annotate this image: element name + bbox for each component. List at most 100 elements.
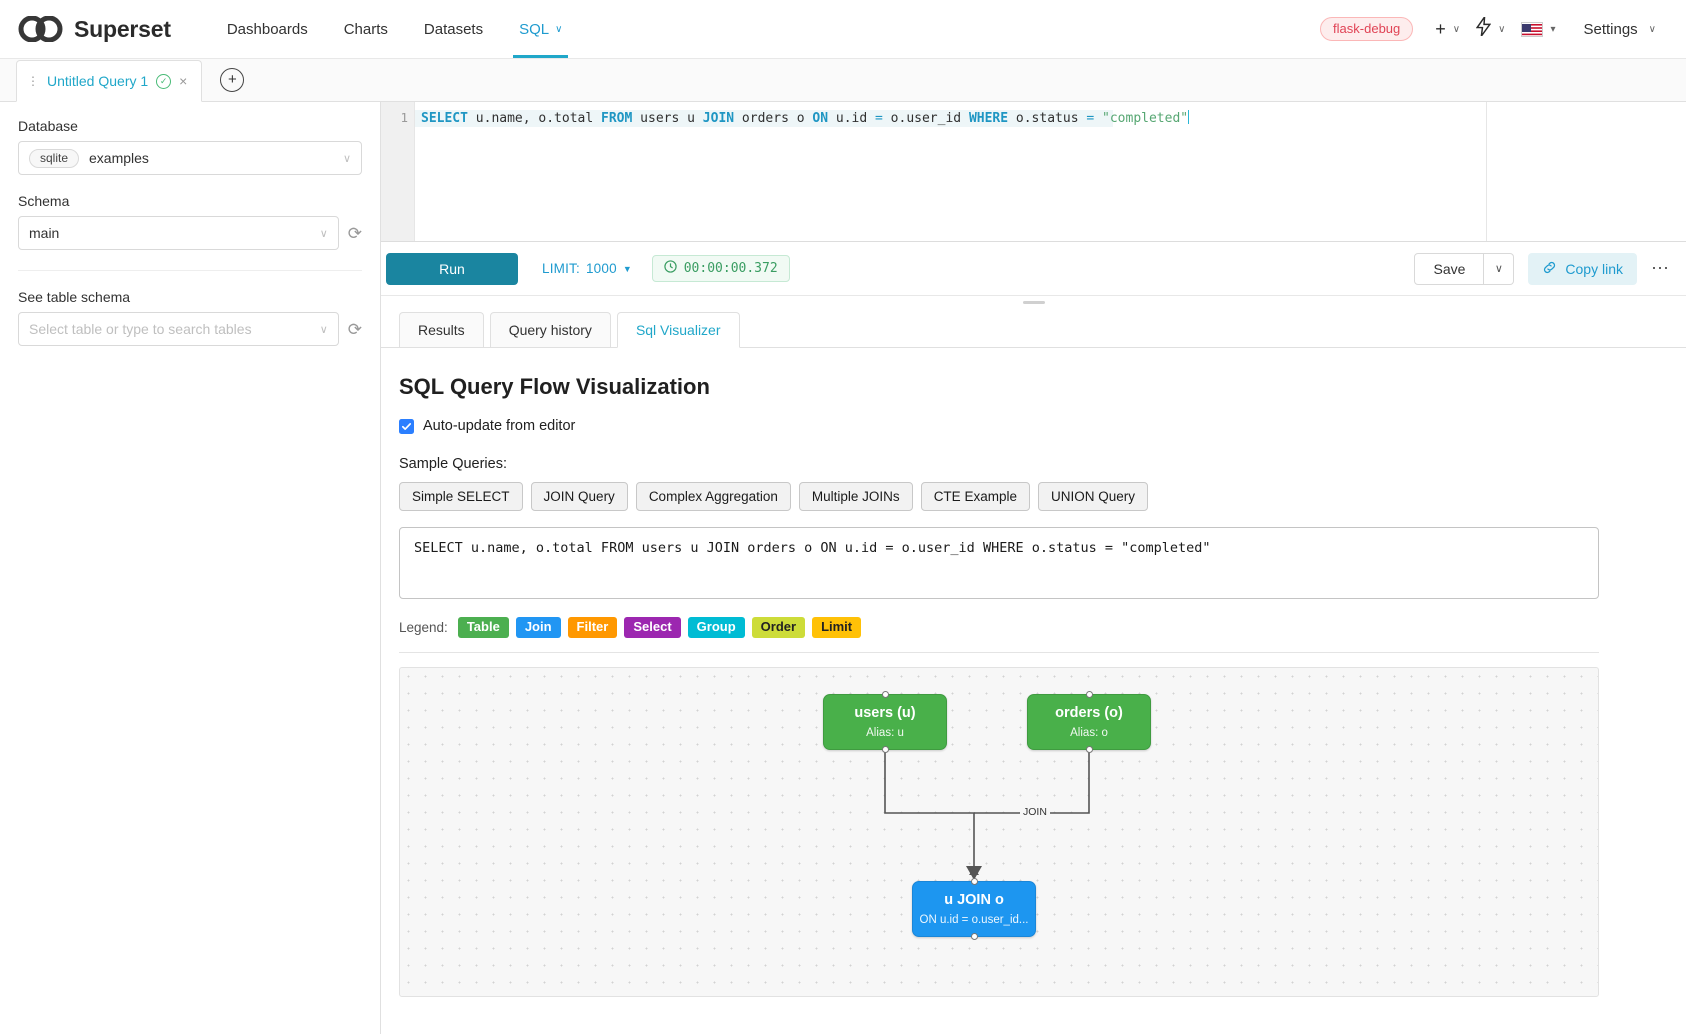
run-button[interactable]: Run <box>386 252 518 285</box>
nav-datasets[interactable]: Datasets <box>406 0 501 58</box>
tab-results-label: Results <box>418 322 465 338</box>
save-dropdown-button[interactable]: ∨ <box>1484 252 1515 285</box>
table-select-placeholder: Select table or type to search tables <box>29 321 252 337</box>
chevron-down-icon: ∨ <box>555 23 563 35</box>
schema-value: main <box>29 225 60 241</box>
sql-token: = <box>1086 111 1095 126</box>
page-title: SQL Query Flow Visualization <box>399 374 710 399</box>
run-toolbar-right: Save ∨ Copy link ⋯ <box>1414 252 1670 285</box>
right-panel: 1 SELECT u.name, o.total FROM users u JO… <box>381 102 1686 1034</box>
run-toolbar: Run LIMIT: 1000 ▼ 00:00:00.372 <box>381 242 1686 296</box>
sql-input-textarea[interactable] <box>399 527 1599 599</box>
sample-query-union-query[interactable]: UNION Query <box>1037 482 1148 511</box>
add-query-tab-button[interactable]: + <box>220 68 245 92</box>
brand[interactable]: Superset <box>18 16 171 43</box>
plus-icon: + <box>1435 18 1446 39</box>
tab-sql-visualizer-label: Sql Visualizer <box>635 322 721 338</box>
refresh-schema-icon[interactable]: ⟳ <box>347 223 362 243</box>
editor-line-number: 1 <box>400 110 408 125</box>
tab-results[interactable]: Results <box>399 312 484 347</box>
sql-token: u.id <box>828 111 876 126</box>
node-port-top <box>1085 691 1093 699</box>
database-engine-tag: sqlite <box>29 148 80 168</box>
legend-chip-group: Group <box>687 617 745 639</box>
flask-debug-badge: flask-debug <box>1320 17 1414 41</box>
tab-query-history[interactable]: Query history <box>489 312 611 347</box>
sql-token: o.user_id <box>882 111 969 126</box>
sql-editor[interactable]: 1 SELECT u.name, o.total FROM users u JO… <box>381 102 1686 242</box>
panel-resize-row[interactable] <box>381 296 1686 308</box>
alerts-menu-button[interactable]: ∨ <box>1470 13 1511 45</box>
query-flow-canvas[interactable]: JOIN users (u) Alias: u orders (o) Alias… <box>399 667 1599 998</box>
link-icon <box>1542 260 1557 278</box>
nav-dashboards[interactable]: Dashboards <box>209 0 326 58</box>
editor-side-gutter <box>1486 102 1686 241</box>
flow-node-join[interactable]: u JOIN o ON u.id = o.user_id... <box>912 878 1036 941</box>
nav-sql[interactable]: SQL ∨ <box>501 0 580 58</box>
more-options-icon[interactable]: ⋯ <box>1651 258 1670 278</box>
sql-token: users u <box>632 111 703 126</box>
chevron-down-icon: ∨ <box>1498 23 1506 35</box>
sample-queries-label: Sample Queries: <box>399 456 507 472</box>
database-label: Database <box>18 118 78 134</box>
sql-token: = <box>875 111 883 126</box>
refresh-tables-icon[interactable]: ⟳ <box>347 319 362 339</box>
panel-divider <box>18 270 362 271</box>
sample-query-simple-select[interactable]: Simple SELECT <box>399 482 523 511</box>
language-menu-button[interactable]: ▾ <box>1515 18 1561 41</box>
panel-resize-handle[interactable] <box>1022 300 1045 304</box>
nav-dashboards-label: Dashboards <box>226 20 308 38</box>
legend-label: Legend: <box>399 620 448 636</box>
schema-label: Schema <box>18 193 70 209</box>
sample-query-cte-example[interactable]: CTE Example <box>920 482 1030 511</box>
tab-sql-visualizer[interactable]: Sql Visualizer <box>616 312 740 348</box>
sample-query-multiple-joins[interactable]: Multiple JOINs <box>798 482 913 511</box>
limit-dropdown[interactable]: LIMIT: 1000 ▼ <box>542 261 632 276</box>
editor-code-area[interactable]: SELECT u.name, o.total FROM users u JOIN… <box>415 102 1486 241</box>
sample-query-complex-aggregation[interactable]: Complex Aggregation <box>635 482 791 511</box>
schema-row: main ∨ ⟳ <box>18 216 362 250</box>
settings-menu-button[interactable]: Settings ∨ <box>1565 17 1662 42</box>
chevron-down-icon: ▼ <box>622 263 632 274</box>
primary-nav: Dashboards Charts Datasets SQL ∨ <box>209 0 581 58</box>
sql-token: ON <box>812 111 829 126</box>
flow-node-users[interactable]: users (u) Alias: u <box>823 691 947 754</box>
table-row: Select table or type to search tables ∨ … <box>18 312 362 346</box>
flow-node-orders[interactable]: orders (o) Alias: o <box>1027 691 1151 754</box>
nav-charts-label: Charts <box>343 20 388 38</box>
text-caret <box>1188 110 1190 124</box>
legend-chip-table: Table <box>457 617 509 639</box>
table-select[interactable]: Select table or type to search tables ∨ <box>18 312 339 346</box>
auto-update-checkbox[interactable] <box>399 418 414 434</box>
query-tab-untitled-query-1[interactable]: ⋮ Untitled Query 1 ✓ × <box>16 60 203 102</box>
legend-divider <box>399 652 1599 654</box>
database-select[interactable]: sqlite examples ∨ <box>18 141 362 175</box>
database-value: examples <box>89 150 149 166</box>
new-menu-button[interactable]: + ∨ <box>1429 15 1466 44</box>
chevron-down-icon: ∨ <box>1494 263 1503 275</box>
tab-query-history-label: Query history <box>508 322 592 338</box>
copy-link-button[interactable]: Copy link <box>1528 252 1637 285</box>
sample-query-join-query[interactable]: JOIN Query <box>530 482 628 511</box>
chevron-down-icon: ∨ <box>319 227 328 240</box>
schema-select[interactable]: main ∨ <box>18 216 339 250</box>
save-button[interactable]: Save <box>1414 252 1485 285</box>
chevron-down-icon: ∨ <box>1648 23 1656 35</box>
auto-update-row: Auto-update from editor <box>399 418 1666 434</box>
edge-label-join: JOIN <box>1020 806 1050 819</box>
close-icon[interactable]: × <box>179 73 188 89</box>
nav-charts[interactable]: Charts <box>326 0 406 58</box>
top-navbar: Superset Dashboards Charts Datasets SQL … <box>0 0 1686 59</box>
chevron-down-icon: ∨ <box>342 152 351 165</box>
drag-handle-icon[interactable]: ⋮ <box>27 74 39 88</box>
flow-node-join-subtitle: ON u.id = o.user_id... <box>919 914 1029 927</box>
legend: Legend: Table Join Filter Select Group O… <box>399 617 1666 639</box>
flow-node-orders-title: orders (o) <box>1055 705 1123 722</box>
sample-queries-buttons: Simple SELECT JOIN Query Complex Aggrega… <box>399 482 1666 511</box>
node-port-top <box>970 878 978 886</box>
sql-token: o.status <box>1008 111 1087 126</box>
legend-chip-join: Join <box>515 617 561 639</box>
sql-token: u.name, o.total <box>467 111 602 126</box>
query-timer: 00:00:00.372 <box>651 255 790 282</box>
